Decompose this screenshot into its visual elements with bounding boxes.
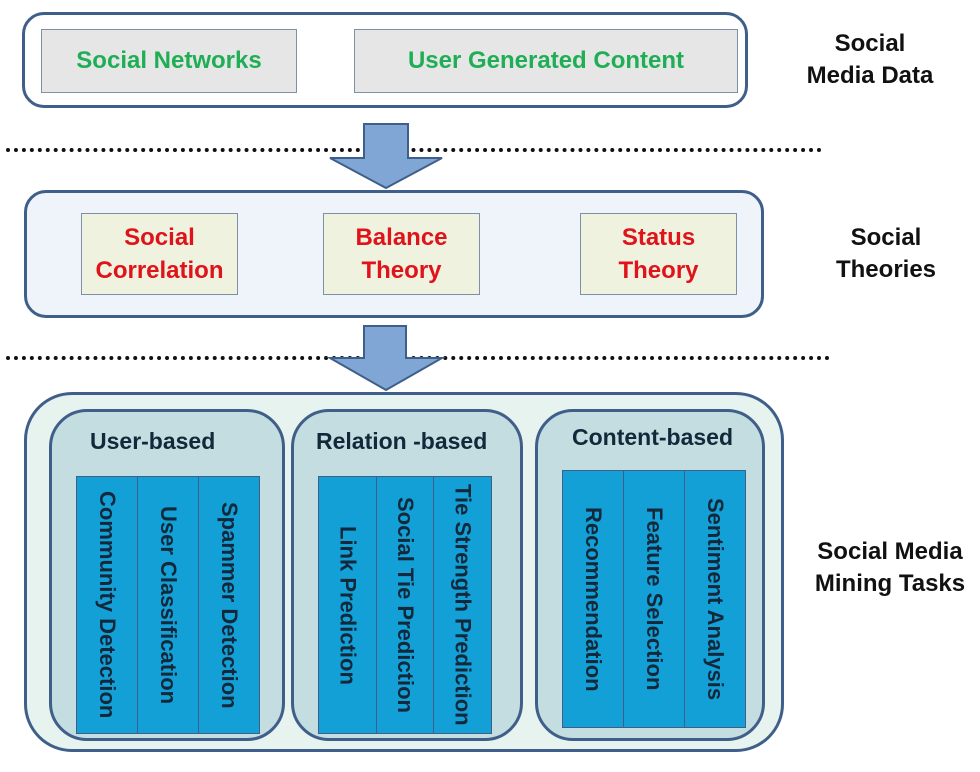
user-based-title: User-based — [90, 428, 216, 454]
relation-based-title: Relation -based — [316, 428, 488, 454]
social-theories-panel: Social Correlation Balance Theory Status… — [24, 190, 764, 318]
mining-tasks-label: Social Media Mining Tasks — [814, 538, 966, 597]
user-based-group: User-based Community Detection User Clas… — [49, 409, 285, 741]
divider-line — [6, 148, 822, 152]
social-correlation-box: Social Correlation — [81, 213, 238, 295]
task-spammer-detection: Spammer Detection — [198, 477, 259, 733]
task-label: Recommendation — [581, 506, 606, 692]
task-feature-selection: Feature Selection — [623, 471, 684, 727]
task-label: Community Detection — [95, 491, 120, 719]
task-link-prediction: Link Prediction — [319, 477, 376, 733]
task-user-classification: User Classification — [137, 477, 198, 733]
status-theory-label: Status Theory — [618, 224, 699, 284]
social-networks-box: Social Networks — [41, 29, 297, 93]
task-label: Feature Selection — [642, 507, 667, 691]
relation-based-tasks: Link Prediction Social Tie Prediction Ti… — [318, 476, 492, 734]
relation-based-group: Relation -based Link Prediction Social T… — [291, 409, 523, 741]
task-tie-strength-prediction: Tie Strength Prediction — [433, 477, 491, 733]
social-theories-label: Social Theories — [835, 224, 937, 283]
task-label: Social Tie Prediction — [393, 497, 418, 713]
task-label: Spammer Detection — [217, 501, 242, 709]
status-theory-box: Status Theory — [580, 213, 737, 295]
user-based-tasks: Community Detection User Classification … — [76, 476, 260, 734]
task-label: Link Prediction — [335, 525, 361, 685]
task-label: User Classification — [156, 505, 181, 705]
social-networks-label: Social Networks — [76, 47, 262, 74]
social-media-data-panel: Social Networks User Generated Content — [22, 12, 748, 108]
down-arrow-icon — [329, 123, 443, 190]
balance-theory-label: Balance Theory — [355, 224, 448, 284]
user-generated-content-box: User Generated Content — [354, 29, 738, 93]
task-label: Sentiment Analysis — [703, 497, 728, 701]
content-based-title: Content-based — [572, 424, 733, 450]
task-recommendation: Recommendation — [563, 471, 623, 727]
mining-tasks-panel: User-based Community Detection User Clas… — [24, 392, 784, 752]
down-arrow-icon — [326, 325, 446, 392]
user-generated-content-label: User Generated Content — [407, 47, 685, 74]
task-label: Tie Strength Prediction — [450, 484, 476, 726]
social-media-data-label: Social Media Data — [806, 30, 934, 89]
balance-theory-box: Balance Theory — [323, 213, 480, 295]
task-community-detection: Community Detection — [77, 477, 137, 733]
content-based-tasks: Recommendation Feature Selection Sentime… — [562, 470, 746, 728]
social-correlation-label: Social Correlation — [95, 224, 224, 284]
task-social-tie-prediction: Social Tie Prediction — [375, 477, 434, 733]
content-based-group: Content-based Recommendation Feature Sel… — [535, 409, 765, 741]
task-sentiment-analysis: Sentiment Analysis — [684, 471, 745, 727]
